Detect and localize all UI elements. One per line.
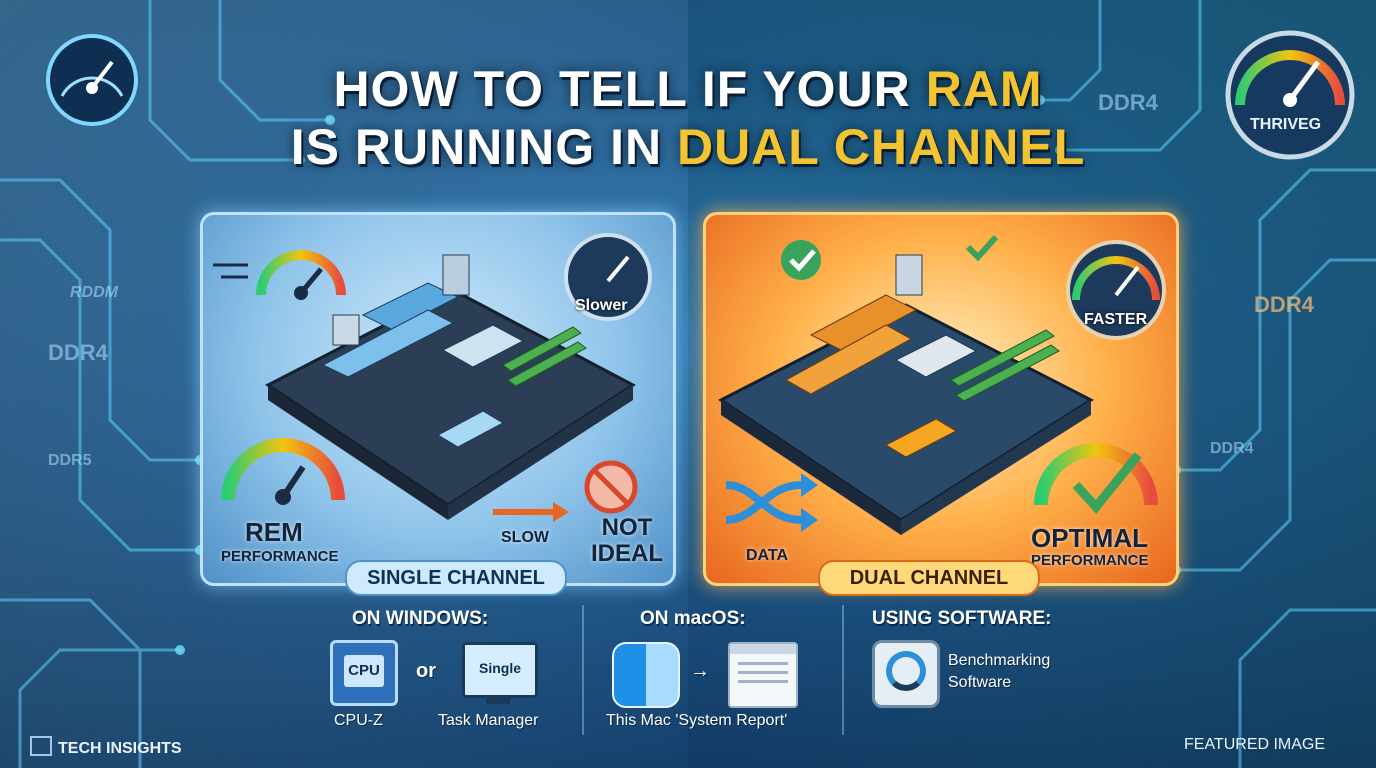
gauge-label: THRIVEG [1250,116,1322,133]
finder-icon [612,642,680,708]
bg-label-ddr4-right-lower: DDR4 [1210,440,1254,457]
dual-channel-panel: FASTER DATA OPTIMAL PERFORMANCE [703,212,1179,586]
benchmark-gauge-icon [872,640,940,708]
slow-arrow-icon [493,502,569,522]
bg-label-ddr4-right: DDR4 [1254,292,1314,317]
motherboard-dual-icon [718,254,1095,535]
software-heading: USING SOFTWARE: [872,608,1052,629]
motherboard-single-icon [265,254,636,520]
title-line2-text: IS RUNNING IN [290,119,677,175]
brand-icon [30,736,52,756]
bg-label-ddr4-top: DDR4 [1098,90,1158,115]
benchmarking-caption: Benchmarking [948,652,1051,669]
dual-channel-pill: DUAL CHANNEL [818,560,1040,596]
faster-gauge-icon [1066,240,1166,340]
check-icon-2 [965,234,999,262]
bg-label-ddr5-left: DDR5 [48,452,92,469]
bg-label-ddr4-left: DDR4 [48,340,108,365]
slow-label: SLOW [501,529,549,546]
speed-gauge-icon [213,250,346,300]
data-shuffle-icon [725,473,818,532]
gauge-top-right-icon [1225,30,1355,160]
task-manager-caption: Task Manager [438,712,539,729]
optimal-gauge-icon [1034,443,1158,514]
or-text: or [416,660,436,682]
page-title: HOW TO TELL IF YOUR RAM IS RUNNING IN DU… [200,60,1176,176]
single-channel-panel: Slower REM PERFORMANCE SLOW NOT IDEAL [200,212,676,586]
cpu-chip-icon: CPU [330,640,398,706]
performance-gauge-icon [221,438,345,505]
slower-gauge-icon [564,233,652,321]
brand-logo: TECH INSIGHTS [30,736,182,758]
monitor-stand-icon [486,696,510,704]
arrow-icon: → [690,660,710,682]
title-ram: RAM [925,61,1043,117]
data-label: DATA [746,547,789,564]
not-text: NOT [601,514,653,541]
prohibited-icon [584,460,638,514]
macos-heading: ON macOS: [640,608,746,629]
slower-badge: Slower [575,297,628,314]
system-report-icon [728,642,798,708]
featured-image-label: FEATURED IMAGE [1184,736,1326,753]
divider-2 [842,605,844,735]
single-channel-pill: SINGLE CHANNEL [345,560,567,596]
monitor-icon-text: Single [478,660,521,676]
faster-badge: FASTER [1084,311,1148,328]
rem-title: REM [245,517,303,547]
not-ideal-label: NOT IDEAL [591,515,663,567]
cpu-icon-text: CPU [344,655,384,687]
monitor-icon: Single [462,642,538,698]
bg-label-rddm: RDDM [70,284,118,301]
windows-heading: ON WINDOWS: [352,608,489,629]
brand-name: TECH INSIGHTS [58,740,182,757]
ideal-text: IDEAL [591,540,663,567]
title-line1-text: HOW TO TELL IF YOUR [333,61,926,117]
check-icon-1 [781,240,821,280]
divider-1 [582,605,584,735]
macos-caption: This Mac 'System Report' [606,712,788,729]
optimal-performance-label: PERFORMANCE [1031,552,1149,569]
rem-performance-label: PERFORMANCE [221,548,339,565]
gauge-top-left-icon [46,34,138,126]
optimal-title: OPTIMAL [1031,523,1148,553]
title-dual-channel: DUAL CHANNEL [676,119,1086,175]
software-caption: Software [948,674,1012,691]
cpu-z-caption: CPU-Z [334,712,383,729]
